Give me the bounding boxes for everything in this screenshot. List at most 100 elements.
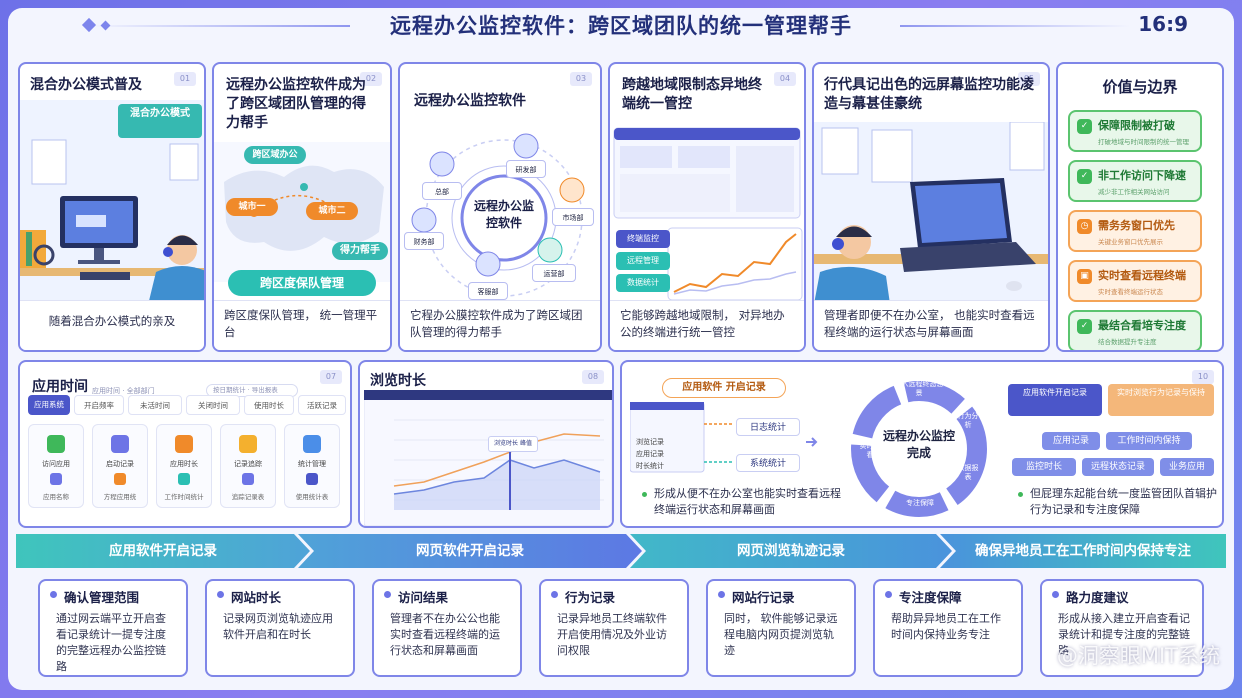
app-sub-icon (50, 473, 62, 485)
summary-card-body: 形成从接入建立开启查看记录统计和提专注度的完整链路 (1058, 612, 1190, 657)
summary-card-body: 记录异地员工终端软件开启使用情况及外业访问权限 (557, 612, 667, 657)
summary-card: 路力度建议 形成从接入建立开启查看记录统计和提专注度的完整链路 (1040, 579, 1204, 677)
panel-badge: 07 (320, 370, 342, 384)
app-icon (47, 435, 65, 453)
panel-monitor-software: 03 远程办公监控软件 远程办公监控软件 总部 研发部 市场部 财务部 运营部 … (398, 62, 602, 352)
flow-bullet-text: 形成从便不在办公室也能实时查看远程终端运行状态和屏幕画面 (654, 487, 841, 516)
shield-icon: ✓ (1077, 319, 1092, 334)
tab-idle-time[interactable]: 未活时间 (128, 395, 182, 415)
network-center-label: 远程办公监控软件 (473, 199, 534, 230)
tab-app-system[interactable]: 应用系统 (28, 395, 70, 415)
panel-caption: 管理者即便不在办公室， 也能实时查看远程终端的运行状态与屏幕画面 (814, 300, 1048, 350)
tab-usage-duration[interactable]: 使用时长 (244, 395, 294, 415)
summary-card-body: 管理者不在办公公也能实时查看远程终端的运行状态和屏幕画面 (390, 612, 500, 657)
chart-tooltip: 浏览时长 峰值 (488, 436, 538, 452)
app-tile-sub: 使用统计表 (295, 493, 329, 501)
network-node: 运营部 (532, 264, 576, 282)
browse-line-chart (364, 390, 612, 526)
tab-activity-log[interactable]: 活跃记录 (298, 395, 346, 415)
network-node: 市场部 (552, 208, 594, 226)
feature-chip: 工作时间内保持 (1106, 432, 1192, 450)
cycle-label: 数据报表 (957, 464, 979, 481)
panel-badge: 03 (570, 72, 592, 86)
cross-region-pill: 跨区度保队管理 (228, 270, 376, 296)
app-tile[interactable]: 启动记录 方程应用统 (92, 424, 148, 508)
summary-card-body: 同时， 软件能够记录远程电脑内网页提浏览轨迹 (724, 612, 838, 657)
app-tile-sub: 追踪记录表 (231, 493, 265, 501)
cycle-diagram (851, 381, 987, 517)
summary-card-title: 访问结果 (384, 587, 510, 606)
cycle-center-label: 远程办公监控完成 (882, 429, 955, 460)
summary-card-body: 通过网云端平立开启查看记录统计一提专注度的完整远程办公监控链路 (56, 612, 166, 673)
feature-box: 实时浏览行为记录与保持 (1108, 384, 1214, 416)
map-tag: 得力帮手 (332, 242, 388, 260)
hybrid-overlay-tag: 混合办公模式 (118, 104, 202, 138)
panel-caption: 它能够跨越地域限制， 对异地办公的终端进行统一管控 (610, 300, 804, 350)
summary-card: 确认管理范围 通过网云端平立开启查看记录统计一提专注度的完整远程办公监控链路 (38, 579, 188, 677)
value-item-sub: 打破地域与时间限制的统一管理 (1098, 138, 1189, 146)
app-tile-name: 记录追踪 (234, 460, 262, 468)
bullet-dot (642, 492, 647, 497)
app-tile-name: 启动记录 (106, 460, 134, 468)
network-node: 客服部 (468, 282, 508, 300)
app-tile[interactable]: 应用时长 工作时间统计 (156, 424, 212, 508)
flow-bullet-text: 但屁理东起能台统一度监管团队首辑护行为记录和专注度保障 (1030, 487, 1217, 516)
panel-screen-monitor: 05 行代具记出色的远屏幕监控功能凌造与幕甚佳豪统 管理者即便不在办公室， 也能… (812, 62, 1050, 352)
map-tag: 城市二 (306, 202, 358, 220)
panel-badge: 08 (582, 370, 604, 384)
map-tag: 跨区域办公 (244, 146, 306, 164)
check-icon: ✓ (1077, 169, 1092, 184)
app-icon (303, 435, 321, 453)
feature-chip: 业务应用 (1160, 458, 1214, 476)
map-tag: 城市一 (226, 198, 278, 216)
log-list-item: 时长统计 (636, 462, 664, 470)
check-icon: ✓ (1077, 119, 1092, 134)
value-item-label: 需务务窗口优先 (1098, 219, 1175, 232)
app-filter: 应用时间 · 全部部门 (92, 387, 155, 395)
cycle-label: 超入远程终态总景 (894, 380, 944, 397)
value-item: ▣ 实时查看远程终端 实时查看终端运行状态 (1068, 260, 1202, 302)
value-item-label: 非工作访问下降速 (1098, 169, 1186, 182)
flow-step: 网页软件开启记录 (298, 534, 642, 568)
panel-unified-control: 04 跨越地域限制态异地终端统一管控 终端监控 远程管理 数据统计 它能够跨越地… (608, 62, 806, 352)
summary-card-title: 网站时长 (217, 587, 343, 606)
log-list-item: 应用记录 (636, 450, 664, 458)
value-item-sub: 减少非工作相关网站访问 (1098, 188, 1170, 196)
header-line-left (90, 25, 350, 27)
aspect-ratio-label: 16:9 (1138, 12, 1188, 36)
app-tile[interactable]: 记录追踪 追踪记录表 (220, 424, 276, 508)
tab-open-frequency[interactable]: 开启频率 (74, 395, 124, 415)
feature-box: 应用软件开启记录 (1008, 384, 1102, 416)
cycle-label: 行为分析 (957, 412, 979, 429)
panel-badge: 02 (360, 72, 382, 86)
log-list: 浏览记录 应用记录 时长统计 (636, 436, 664, 472)
app-sub-icon (242, 473, 254, 485)
flow-bullet-right: 但屁理东起能台统一度监管团队首辑护行为记录和专注度保障 (1018, 486, 1218, 518)
dashboard-illustration (613, 127, 803, 301)
value-item-sub: 实时查看终端运行状态 (1098, 288, 1163, 296)
panel-value-boundary: 价值与边界 ✓ 保障限制被打破 打破地域与时间限制的统一管理 ✓ 非工作访问下降… (1056, 62, 1224, 352)
app-sub-icon (306, 473, 318, 485)
app-tile[interactable]: 统计管理 使用统计表 (284, 424, 340, 508)
laptop-worker-illustration (814, 122, 1048, 304)
summary-card: 网站行记录 同时， 软件能够记录远程电脑内网页提浏览轨迹 (706, 579, 856, 677)
value-item: ✓ 最结合看培专注度 结合数据提升专注度 (1068, 310, 1202, 350)
panel-badge: 10 (1192, 370, 1214, 384)
side-menu-item: 远程管理 (616, 252, 670, 270)
clock-icon: ◷ (1077, 219, 1092, 234)
summary-card-title: 专注度保障 (885, 587, 1011, 606)
panel-title: 浏览时长 (370, 373, 426, 389)
app-sub-icon (178, 473, 190, 485)
log-list-item: 浏览记录 (636, 438, 664, 446)
flow-step: 应用软件开启记录 (16, 534, 310, 568)
tab-close-time[interactable]: 关闭时间 (186, 395, 240, 415)
cycle-label: 专注保障 (906, 499, 934, 507)
header: 远程办公监控软件：跨区域团队的统一管理帮手 16:9 (0, 0, 1242, 52)
app-tile-name: 应用时长 (170, 460, 198, 468)
feature-chip: 远程状态记录 (1082, 458, 1154, 476)
app-sub-icon (114, 473, 126, 485)
page-title: 远程办公监控软件：跨区域团队的统一管理帮手 (390, 14, 852, 38)
summary-card-title: 确认管理范围 (50, 587, 176, 606)
value-item-sub: 关键业务窗口优先展示 (1098, 238, 1163, 246)
app-tile[interactable]: 访问应用 应用名称 (28, 424, 84, 508)
